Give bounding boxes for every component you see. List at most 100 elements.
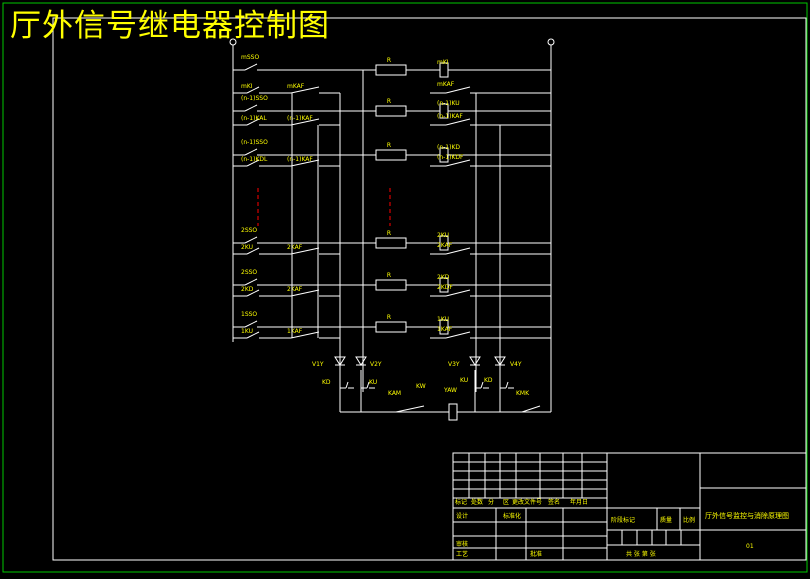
resistor-label-6: R	[387, 230, 391, 237]
right-label2-5: (n-1)KDF	[437, 154, 464, 161]
tb-header-2: 分	[488, 498, 494, 506]
tb-approve: 批准	[530, 550, 542, 558]
hold-contact-1	[246, 86, 260, 94]
label-kw: KW	[416, 383, 426, 390]
contact-ku	[366, 381, 370, 389]
tb-header-1: 处数	[471, 498, 483, 506]
aux-contact-7	[290, 247, 320, 255]
diode-v4y	[494, 356, 506, 366]
aux-contact-9	[290, 289, 320, 297]
mid-label-11: 1KAF	[287, 328, 303, 335]
diode-label-v4y: V4Y	[510, 361, 522, 368]
left-label-9: 2KD	[241, 286, 254, 293]
tb-review: 审核	[456, 540, 468, 548]
resistor-0	[375, 64, 407, 76]
pushbutton-10	[244, 320, 258, 328]
resistor-10	[375, 321, 407, 333]
resistor-4	[375, 149, 407, 161]
resistor-2	[375, 105, 407, 117]
relay-contact-5	[445, 159, 471, 167]
right-label2-1: mKAF	[437, 81, 455, 88]
aux-contact-11	[290, 331, 320, 339]
tb-drawing-no: 01	[746, 543, 754, 550]
left-label-1: mKI	[241, 83, 253, 90]
resistor-label-10: R	[387, 314, 391, 321]
resistor-label-4: R	[387, 142, 391, 149]
right-label-6: 2KU	[437, 232, 449, 239]
left-label-8: 2SSO	[241, 269, 257, 276]
inner-frame	[52, 17, 807, 561]
left-label-6: 2SSO	[241, 227, 257, 234]
left-label-10: 1SSO	[241, 311, 257, 318]
resistor-6	[375, 237, 407, 249]
right-label2-9: 2KDF	[437, 284, 453, 291]
left-label-2: (n-1)SSO	[241, 95, 268, 102]
tb-design: 设计	[456, 512, 468, 520]
relay-contact-9	[445, 289, 471, 297]
aux-contact-3	[290, 118, 320, 126]
title-block	[452, 452, 807, 561]
relay-contact-3	[445, 118, 471, 126]
aux-contact-1	[290, 86, 320, 94]
mid-label-1: mKAF	[287, 83, 305, 90]
tb-scale: 比例	[683, 516, 695, 524]
label-ku-right: KU	[460, 377, 468, 384]
relay-coil-yaw	[448, 403, 458, 421]
pushbutton-0	[244, 63, 258, 71]
left-label-11: 1KU	[241, 328, 253, 335]
tb-standard: 标准化	[503, 512, 521, 520]
diode-v2y	[355, 356, 367, 366]
contact-kd	[345, 381, 349, 389]
mid-label-3: (n-1)KAF	[287, 115, 313, 122]
mid-label-5: (n-1)KAF	[287, 156, 313, 163]
hold-contact-11	[246, 331, 260, 339]
hold-contact-9	[246, 289, 260, 297]
label-kd: KD	[322, 379, 331, 386]
pushbutton-6	[244, 236, 258, 244]
label-yaw: YAW	[443, 387, 457, 394]
contact-ku-right	[480, 381, 484, 389]
relay-contact-1	[445, 86, 471, 94]
tb-header-6: 年月日	[570, 498, 588, 506]
diode-label-v3y: V3Y	[448, 361, 460, 368]
contact-kmk	[521, 405, 541, 413]
tb-quality: 质量	[660, 516, 672, 524]
left-label-4: (n-1)SSO	[241, 139, 268, 146]
tb-drawing-name: 厅外信号监控与消除原理图	[705, 511, 789, 520]
resistor-label-8: R	[387, 272, 391, 279]
contact-kd-right	[505, 381, 509, 389]
hold-contact-7	[246, 247, 260, 255]
left-label-3: (n-1)KAL	[241, 115, 267, 122]
diode-label-v2y: V2Y	[370, 361, 382, 368]
label-kam: KAM	[388, 390, 401, 397]
left-label-0: mSSO	[241, 54, 259, 61]
resistor-8	[375, 279, 407, 291]
diode-v1y	[334, 356, 346, 366]
label-kd-right: KD	[484, 377, 493, 384]
right-label-8: 2KD	[437, 274, 450, 281]
pushbutton-8	[244, 278, 258, 286]
right-label2-11: 1KAF	[437, 326, 453, 333]
mid-label-9: 2KAF	[287, 286, 303, 293]
resistor-label-0: R	[387, 57, 391, 64]
left-label-5: (n-1)KDL	[241, 156, 268, 163]
diode-v3y	[469, 356, 481, 366]
left-label-7: 2KU	[241, 244, 253, 251]
label-kmk: KMK	[516, 390, 530, 397]
contact-kam	[395, 405, 425, 413]
right-label-10: 1KU	[437, 316, 449, 323]
terminal-right	[547, 38, 555, 46]
right-label2-3: (n-1)KAF	[437, 113, 463, 120]
right-label-2: (n-1)KU	[437, 100, 460, 107]
aux-contact-5	[290, 159, 320, 167]
relay-contact-11	[445, 331, 471, 339]
diode-label-v1y: V1Y	[312, 361, 324, 368]
pushbutton-2	[244, 104, 258, 112]
tb-header-4: 更改文件号	[512, 498, 542, 506]
hold-contact-5	[246, 159, 260, 167]
mid-label-7: 2KAF	[287, 244, 303, 251]
drawing-title: 厅外信号继电器控制图	[10, 8, 330, 44]
resistor-label-2: R	[387, 98, 391, 105]
